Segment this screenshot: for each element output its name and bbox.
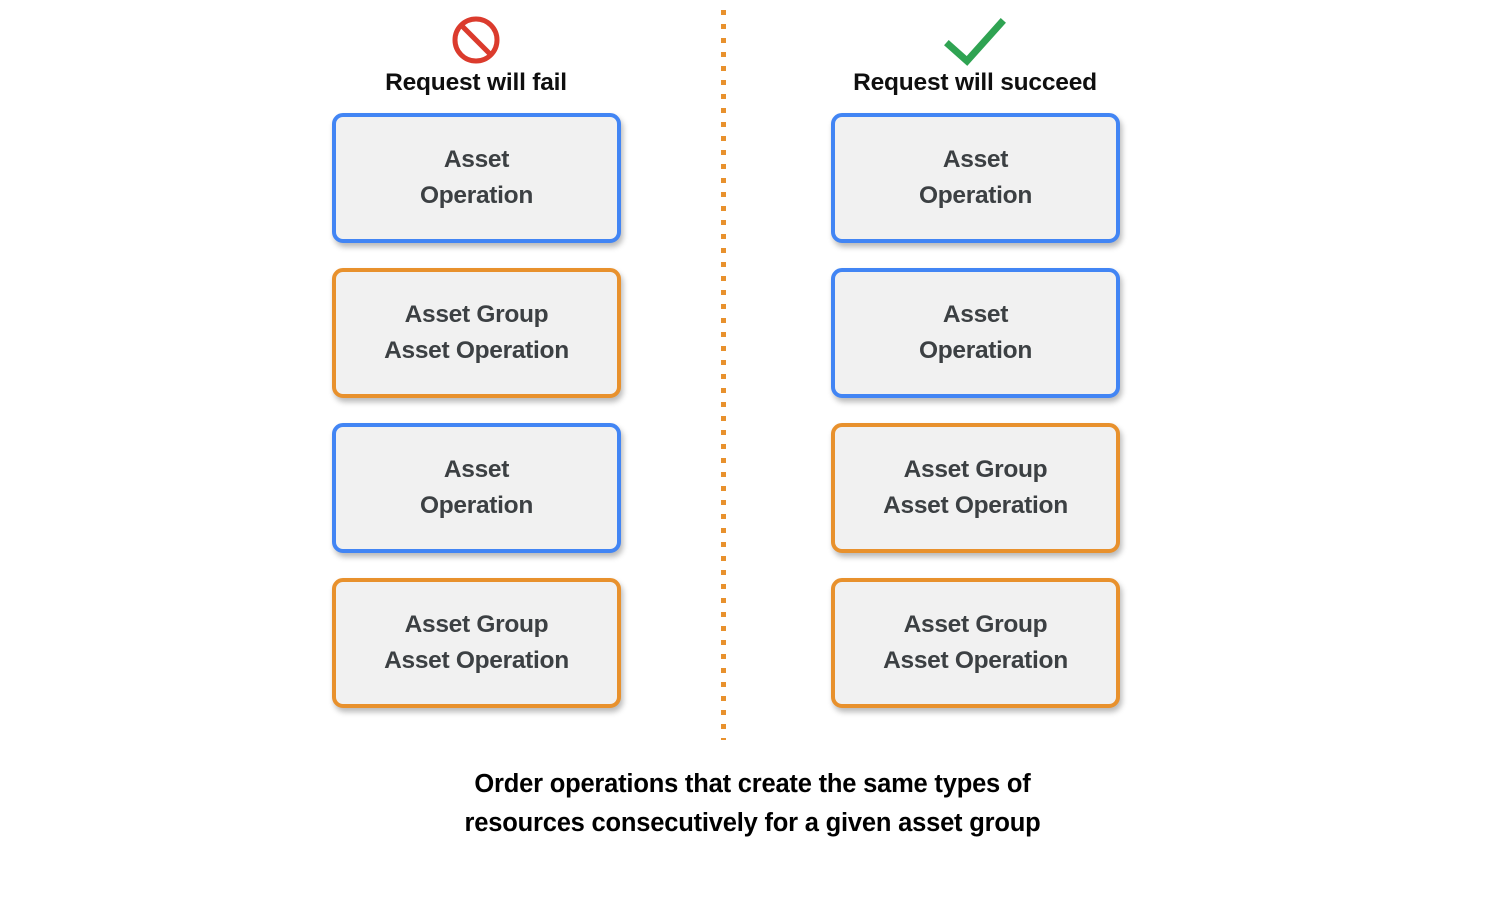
card-label: Asset Group Asset Operation [883,456,1068,519]
card-asset-group-asset-operation[interactable]: Asset Group Asset Operation [831,423,1120,553]
card-label: Asset Operation [918,301,1032,364]
card-label: Asset Group Asset Operation [384,301,569,364]
diagram-caption: Order operations that create the same ty… [464,770,1041,837]
column-title-fail: Request will fail [385,69,567,96]
prohibited-icon [286,14,666,66]
card-asset-operation[interactable]: Asset Operation [332,423,621,553]
card-label: Asset Operation [419,456,533,519]
column-header-fail: Request will fail [286,14,666,97]
card-label: Asset Group Asset Operation [883,611,1068,674]
card-stack-succeed: Asset Operation Asset Operation Asset Gr… [831,113,1120,733]
card-label: Asset Operation [918,146,1032,209]
card-label: Asset Operation [419,146,533,209]
card-asset-operation[interactable]: Asset Operation [831,268,1120,398]
column-title-succeed: Request will succeed [853,69,1097,96]
card-asset-operation[interactable]: Asset Operation [332,113,621,243]
card-asset-group-asset-operation[interactable]: Asset Group Asset Operation [831,578,1120,708]
card-label: Asset Group Asset Operation [384,611,569,674]
checkmark-icon [785,14,1165,66]
column-header-succeed: Request will succeed [785,14,1165,97]
column-divider [721,10,726,740]
card-asset-group-asset-operation[interactable]: Asset Group Asset Operation [332,268,621,398]
card-asset-group-asset-operation[interactable]: Asset Group Asset Operation [332,578,621,708]
card-stack-fail: Asset Operation Asset Group Asset Operat… [332,113,621,733]
card-asset-operation[interactable]: Asset Operation [831,113,1120,243]
